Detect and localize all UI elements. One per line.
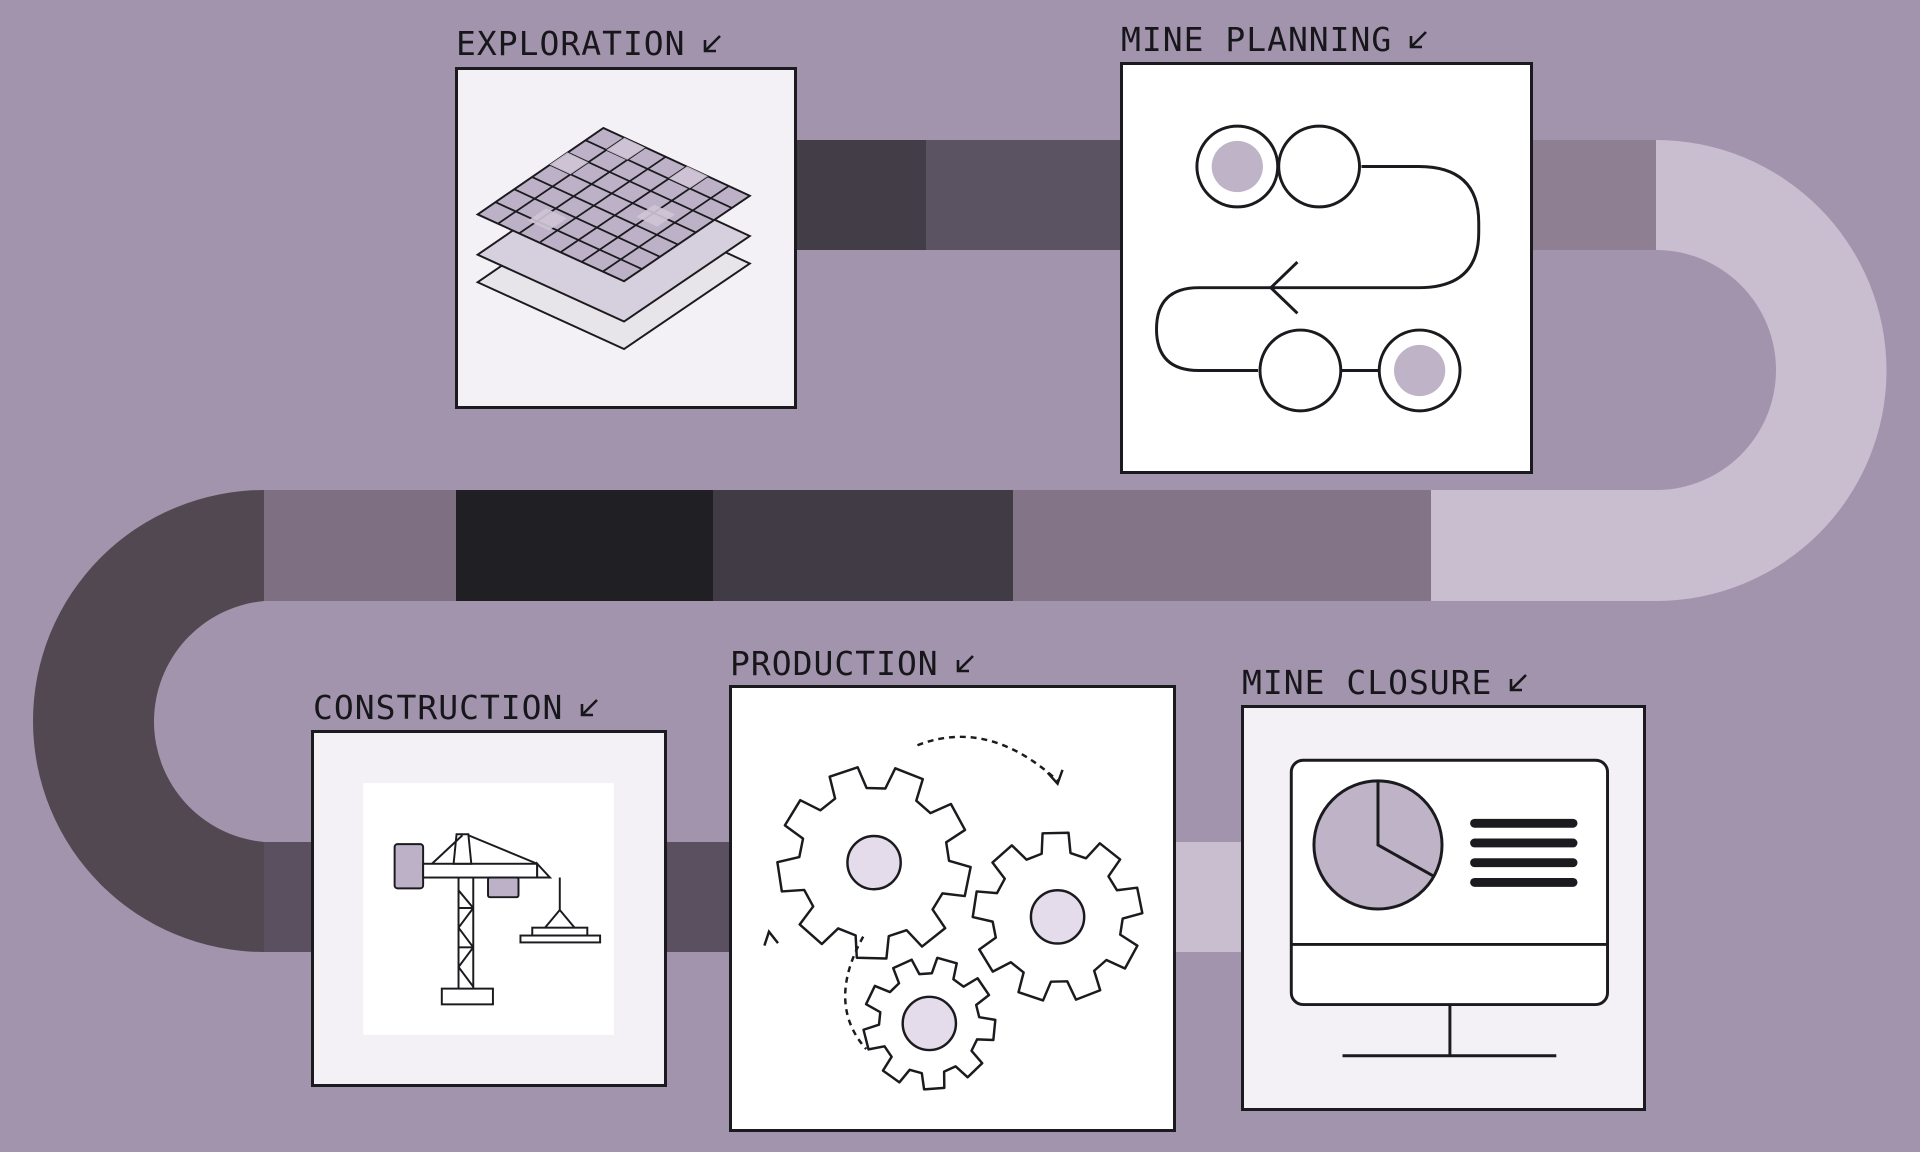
track-curve-right	[1656, 140, 1887, 601]
track-segment	[264, 490, 456, 601]
stage-label-mine-closure: MINE CLOSURE	[1242, 663, 1530, 702]
stage-title: EXPLORATION	[456, 24, 686, 63]
stage-card-construction	[311, 730, 667, 1087]
stage-title: CONSTRUCTION	[313, 688, 564, 727]
stage-title: MINE PLANNING	[1121, 20, 1393, 59]
layered-grid-icon	[475, 126, 752, 351]
gear-hub	[901, 995, 958, 1052]
stage-title: PRODUCTION	[730, 644, 939, 683]
stage-label-construction: CONSTRUCTION	[313, 688, 601, 727]
arrow-down-left-icon	[1510, 673, 1528, 691]
track-segment	[664, 842, 732, 952]
arrow-down-left-icon	[1409, 30, 1428, 48]
stage-card-mine-closure	[1241, 705, 1646, 1111]
flow-path-icon	[1155, 124, 1481, 413]
gear-hub	[846, 834, 902, 891]
crane-icon	[363, 783, 614, 1035]
track-segment	[1532, 140, 1656, 250]
track-segment	[795, 140, 926, 250]
stage-label-mine-planning: MINE PLANNING	[1121, 20, 1430, 59]
track-segment	[1431, 490, 1656, 601]
arrow-down-left-icon	[956, 654, 974, 672]
gears-icon	[763, 735, 1144, 1091]
stage-label-exploration: EXPLORATION	[456, 24, 724, 63]
track-segment	[713, 490, 1013, 601]
stage-card-mine-planning	[1120, 62, 1533, 474]
stage-card-production	[729, 685, 1176, 1132]
arrow-down-left-icon	[581, 698, 599, 716]
stage-card-exploration	[455, 67, 797, 409]
monitor-chart-icon	[1289, 758, 1610, 1058]
track-curve-left	[33, 490, 264, 952]
stage-title: MINE CLOSURE	[1242, 663, 1493, 702]
track-segment	[1172, 842, 1246, 952]
track-segment	[926, 140, 1121, 250]
track-segment	[1013, 490, 1431, 601]
track-segment	[456, 490, 713, 601]
arrow-down-left-icon	[703, 34, 721, 52]
stage-label-production: PRODUCTION	[730, 644, 977, 683]
gear-hub	[1029, 889, 1086, 945]
